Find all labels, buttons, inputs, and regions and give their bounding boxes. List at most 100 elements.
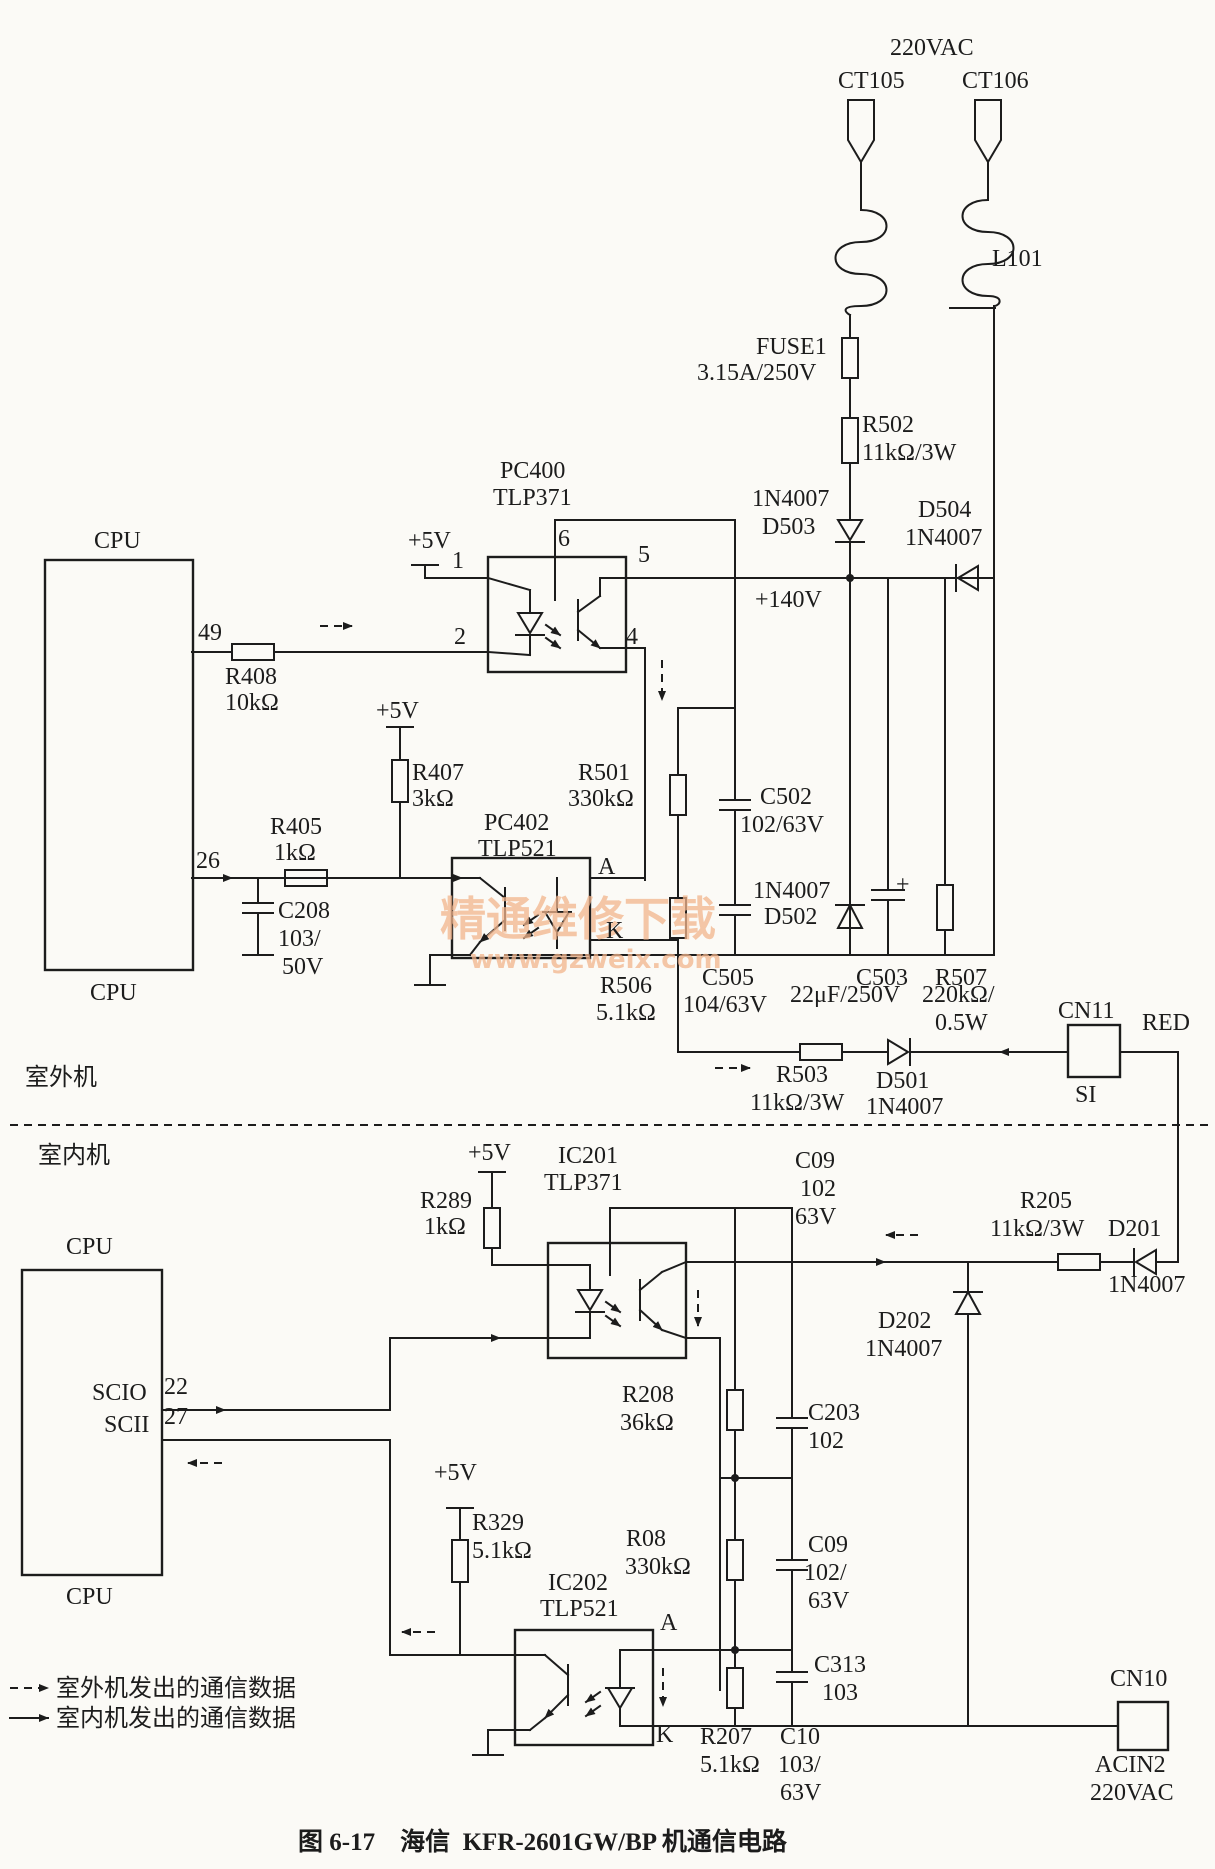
pc402-optocoupler	[450, 856, 592, 960]
label-d504-type: 1N4007	[905, 525, 982, 551]
label-r507-value1: 220kΩ/	[922, 982, 995, 1008]
label-ic202-pin-k: K	[656, 1722, 674, 1748]
label-scio: SCIO	[92, 1380, 147, 1406]
label-cn11: CN11	[1058, 998, 1114, 1024]
c505-capacitor	[719, 904, 751, 956]
label-c09b-value1: 102/	[804, 1560, 847, 1586]
label-cn10: CN10	[1110, 1666, 1167, 1692]
label-r507: R507	[935, 965, 987, 991]
ic201-phototransistor	[609, 1242, 688, 1340]
outdoor-cpu-block	[43, 558, 195, 972]
label-r208: R208	[622, 1382, 674, 1408]
d202-diode	[953, 1289, 983, 1315]
label-indoor-cpu-top: CPU	[66, 1234, 113, 1260]
label-r502: R502	[862, 412, 914, 438]
r289-body	[483, 1207, 501, 1249]
pc400-phototransistor	[554, 556, 627, 650]
label-plus5v-c: +5V	[468, 1140, 512, 1166]
label-indoor-unit: 室内机	[38, 1142, 110, 1169]
label-r207-value: 5.1kΩ	[700, 1752, 760, 1778]
label-r407-value: 3kΩ	[412, 786, 454, 812]
label-r408: R408	[225, 664, 277, 690]
label-d502-type: 1N4007	[753, 878, 830, 904]
watermark-url: www.gzweix.com	[470, 945, 722, 975]
label-c502: C502	[760, 784, 812, 810]
ic202-phototransistor	[514, 1653, 570, 1732]
label-pin-22: 22	[164, 1374, 188, 1400]
label-220vac: 220VAC	[890, 35, 974, 61]
c502-capacitor	[719, 799, 751, 906]
label-c203: C203	[808, 1400, 860, 1426]
d502-diode	[835, 902, 865, 929]
label-pc400-pin6: 6	[558, 526, 570, 552]
pc400-led	[515, 589, 562, 656]
label-d501: D501	[876, 1068, 929, 1094]
label-r289: R289	[420, 1188, 472, 1214]
label-r207: R207	[700, 1724, 752, 1750]
d503-diode	[835, 519, 865, 543]
label-outdoor-unit: 室外机	[25, 1064, 97, 1091]
label-d503: D503	[762, 514, 815, 540]
l101-inductor	[961, 198, 1015, 308]
ic201-led	[575, 1264, 622, 1339]
label-acin2: ACIN2	[1095, 1752, 1166, 1778]
d504-diode	[955, 564, 979, 592]
label-d503-type: 1N4007	[752, 486, 829, 512]
label-c208: C208	[278, 898, 330, 924]
fuse1-body	[841, 337, 859, 379]
figure-caption: 图 6-17 海信 KFR-2601GW/BP 机通信电路	[298, 1827, 788, 1856]
coil-left	[834, 208, 888, 317]
label-ic201-type: TLP371	[544, 1170, 623, 1196]
ct106-terminal	[974, 99, 1002, 201]
label-ic202-type: TLP521	[540, 1596, 619, 1622]
label-c09b: C09	[808, 1532, 848, 1558]
label-fuse1-value: 3.15A/250V	[697, 360, 817, 386]
label-c503-value: 22μF/250V	[790, 982, 901, 1008]
label-r408-value: 10kΩ	[225, 690, 279, 716]
r207-body	[726, 1667, 744, 1709]
label-r205-value: 11kΩ/3W	[990, 1216, 1085, 1242]
label-ic202: IC202	[548, 1570, 608, 1596]
label-140v: +140V	[755, 587, 823, 613]
label-pin-27: 27	[164, 1404, 188, 1430]
label-r405-value: 1kΩ	[274, 840, 316, 866]
label-r289-value: 1kΩ	[424, 1214, 466, 1240]
c503-capacitor	[871, 889, 905, 956]
label-plus5v-d: +5V	[434, 1460, 478, 1486]
label-pc402-pin-a: A	[598, 854, 616, 880]
r408-body	[231, 643, 275, 661]
r208-body	[726, 1389, 744, 1431]
label-d201-type: 1N4007	[1108, 1272, 1185, 1298]
label-r205: R205	[1020, 1188, 1072, 1214]
ct105-terminal	[847, 99, 875, 211]
label-r503-value: 11kΩ/3W	[750, 1090, 845, 1116]
legend-indoor-text: 室内机发出的通信数据	[56, 1705, 296, 1732]
label-r407: R407	[412, 760, 464, 786]
label-d202-type: 1N4007	[865, 1336, 942, 1362]
label-d201: D201	[1108, 1216, 1161, 1242]
label-r405: R405	[270, 814, 322, 840]
r502-body	[841, 417, 859, 464]
cn11-connector	[1066, 1023, 1122, 1079]
r08-body	[726, 1539, 744, 1581]
label-r506-value: 5.1kΩ	[596, 1000, 656, 1026]
label-r08-value: 330kΩ	[625, 1554, 691, 1580]
label-red: RED	[1142, 1010, 1190, 1036]
label-ct106: CT106	[962, 68, 1029, 94]
label-outdoor-cpu-bottom: CPU	[90, 980, 137, 1006]
pc402-led	[522, 877, 572, 949]
label-c505: C505	[702, 965, 754, 991]
label-pc400: PC400	[500, 458, 565, 484]
label-l101: L101	[992, 246, 1043, 272]
label-pc402: PC402	[484, 810, 549, 836]
label-r329: R329	[472, 1510, 524, 1536]
label-c10: C10	[780, 1724, 820, 1750]
ic202-optocoupler	[513, 1628, 655, 1747]
label-c313: C313	[814, 1652, 866, 1678]
pc400-optocoupler	[486, 555, 628, 674]
label-r08: R08	[626, 1526, 666, 1552]
label-c09a-value2: 63V	[795, 1204, 837, 1230]
label-r503: R503	[776, 1062, 828, 1088]
